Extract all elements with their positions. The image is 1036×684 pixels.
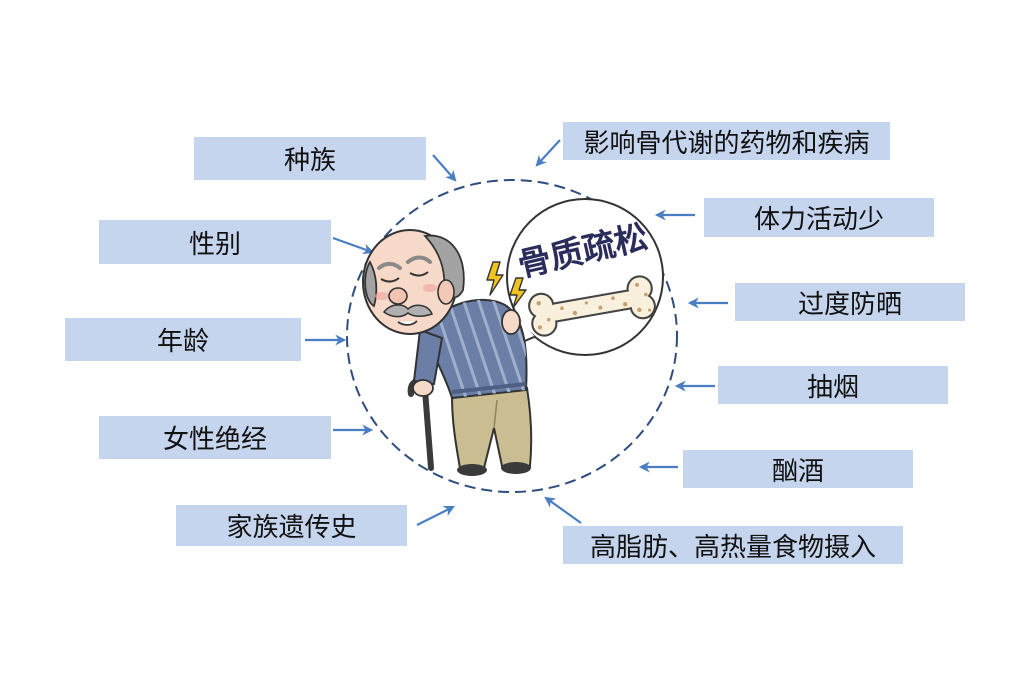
- ear: [437, 279, 455, 305]
- arrow-drugs-diseases: [535, 139, 561, 167]
- factor-label: 影响骨代谢的药物和疾病: [583, 128, 870, 158]
- elderly-man-illustration: [362, 229, 533, 476]
- hand-on-cane: [412, 379, 434, 397]
- factor-label: 抽烟: [806, 372, 859, 402]
- factor-alcohol: 酗酒: [683, 450, 913, 488]
- factor-race: 种族: [194, 137, 426, 180]
- factor-smoking: 抽烟: [718, 366, 948, 404]
- speech-bubble: 骨质疏松: [501, 198, 664, 356]
- factor-sex: 性别: [99, 220, 331, 264]
- pants: [450, 386, 533, 469]
- factor-label: 女性绝经: [162, 425, 267, 454]
- hair: [423, 234, 465, 299]
- lightning-icon: [486, 261, 527, 309]
- factor-low-activity: 体力活动少: [704, 198, 934, 237]
- factor-label: 高脂肪、高热量食物摄入: [589, 532, 876, 562]
- factor-family-history: 家族遗传史: [176, 505, 407, 546]
- arrow-race: [432, 154, 457, 182]
- dashed-circle: [346, 179, 678, 493]
- factor-label: 过度防晒: [797, 289, 902, 319]
- factor-sun-protection: 过度防晒: [735, 283, 965, 321]
- shoes: [457, 462, 531, 476]
- factor-label: 年龄: [156, 327, 209, 356]
- factor-label: 性别: [188, 229, 241, 259]
- head: [362, 229, 465, 335]
- factor-label: 种族: [283, 146, 336, 175]
- bone-icon: [528, 275, 656, 337]
- arrow-diet: [544, 496, 582, 524]
- arrow-sex: [332, 236, 375, 255]
- factor-high-fat-diet: 高脂肪、高热量食物摄入: [563, 526, 903, 564]
- body-sweater: [423, 298, 528, 400]
- factor-label: 体力活动少: [753, 205, 884, 234]
- hand-on-back: [501, 309, 521, 335]
- front-arm: [412, 328, 444, 386]
- factor-label: 酗酒: [771, 456, 824, 486]
- factor-menopause: 女性绝经: [99, 416, 331, 459]
- factor-drugs-diseases: 影响骨代谢的药物和疾病: [563, 122, 890, 160]
- factor-age: 年龄: [65, 318, 301, 361]
- mustache: [382, 304, 433, 318]
- arrow-family-history: [416, 506, 455, 526]
- factor-label: 家族遗传史: [226, 513, 357, 542]
